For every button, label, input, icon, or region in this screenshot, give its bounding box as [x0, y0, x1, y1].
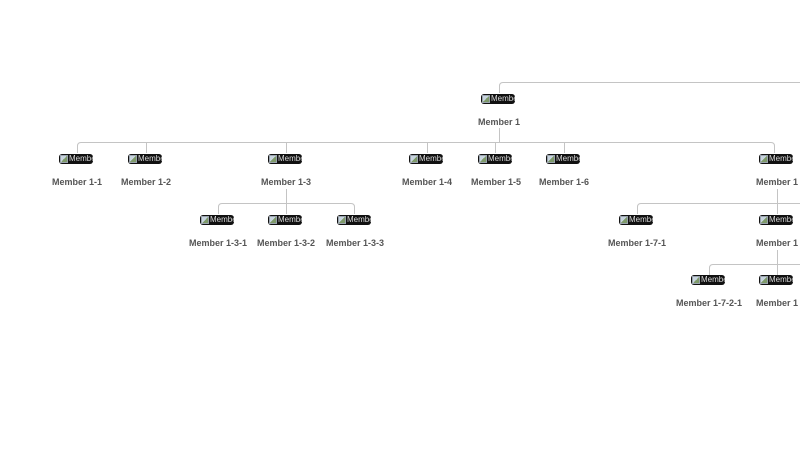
connector-line — [499, 82, 800, 93]
member-name: Member 1-3-1 — [188, 238, 248, 248]
member-avatar: Member — [481, 94, 515, 104]
broken-image-icon — [269, 155, 277, 163]
member-node[interactable]: Member Member 1 — [454, 94, 544, 130]
broken-image-icon — [201, 216, 209, 224]
broken-image-icon — [760, 276, 768, 284]
member-avatar: Member — [268, 154, 302, 164]
member-node[interactable]: Member Member 1-3-1 — [173, 215, 263, 251]
member-name: Member 1-7-1 — [607, 238, 667, 248]
broken-image-icon — [760, 216, 768, 224]
member-node[interactable]: Member Member 1 — [732, 215, 800, 251]
broken-image-icon — [60, 155, 68, 163]
broken-image-icon — [760, 155, 768, 163]
broken-image-icon — [482, 95, 490, 103]
member-avatar: Member — [691, 275, 725, 285]
member-node[interactable]: Member Member 1-3-2 — [241, 215, 331, 251]
connector-line — [709, 264, 800, 275]
member-node[interactable]: Member Member 1-6 — [519, 154, 609, 190]
member-name: Member 1-6 — [538, 177, 590, 187]
broken-image-icon — [129, 155, 137, 163]
member-node[interactable]: Member Member 1-5 — [451, 154, 541, 190]
member-node[interactable]: Member Member 1-7-1 — [592, 215, 682, 251]
member-name: Member 1 — [755, 238, 799, 248]
connector-line — [637, 203, 800, 214]
member-name: Member 1-3 — [260, 177, 312, 187]
member-avatar: Member — [128, 154, 162, 164]
member-node[interactable]: Member Member 1 — [732, 275, 800, 311]
member-node[interactable]: Member Member 1-3-3 — [310, 215, 400, 251]
member-name: Member 1 — [755, 177, 799, 187]
member-name: Member 1-3-3 — [325, 238, 385, 248]
broken-image-icon — [620, 216, 628, 224]
broken-image-icon — [410, 155, 418, 163]
member-node[interactable]: Member Member 1-1 — [32, 154, 122, 190]
member-name: Member 1 — [477, 117, 521, 127]
broken-image-icon — [692, 276, 700, 284]
connector-line — [77, 142, 775, 153]
member-name: Member 1-2 — [120, 177, 172, 187]
broken-image-icon — [547, 155, 555, 163]
member-node[interactable]: Member Member 1-7-2-1 — [664, 275, 754, 311]
member-name: Member 1-3-2 — [256, 238, 316, 248]
member-name: Member 1-1 — [51, 177, 103, 187]
member-name: Member 1-5 — [470, 177, 522, 187]
member-avatar: Member — [619, 215, 653, 225]
member-avatar: Member — [759, 215, 793, 225]
member-avatar: Member — [200, 215, 234, 225]
member-name: Member 1-7-2-1 — [675, 298, 743, 308]
member-avatar: Member — [59, 154, 93, 164]
member-avatar: Member — [759, 275, 793, 285]
member-avatar: Member — [478, 154, 512, 164]
member-name: Member 1-4 — [401, 177, 453, 187]
member-node[interactable]: Member Member 1-3 — [241, 154, 331, 190]
member-node[interactable]: Member Member 1 — [732, 154, 800, 190]
member-avatar: Member — [759, 154, 793, 164]
broken-image-icon — [479, 155, 487, 163]
broken-image-icon — [269, 216, 277, 224]
member-node[interactable]: Member Member 1-4 — [382, 154, 472, 190]
member-avatar: Member — [268, 215, 302, 225]
member-avatar: Member — [546, 154, 580, 164]
member-avatar: Member — [337, 215, 371, 225]
member-node[interactable]: Member Member 1-2 — [101, 154, 191, 190]
broken-image-icon — [338, 216, 346, 224]
member-avatar: Member — [409, 154, 443, 164]
member-name: Member 1 — [755, 298, 799, 308]
